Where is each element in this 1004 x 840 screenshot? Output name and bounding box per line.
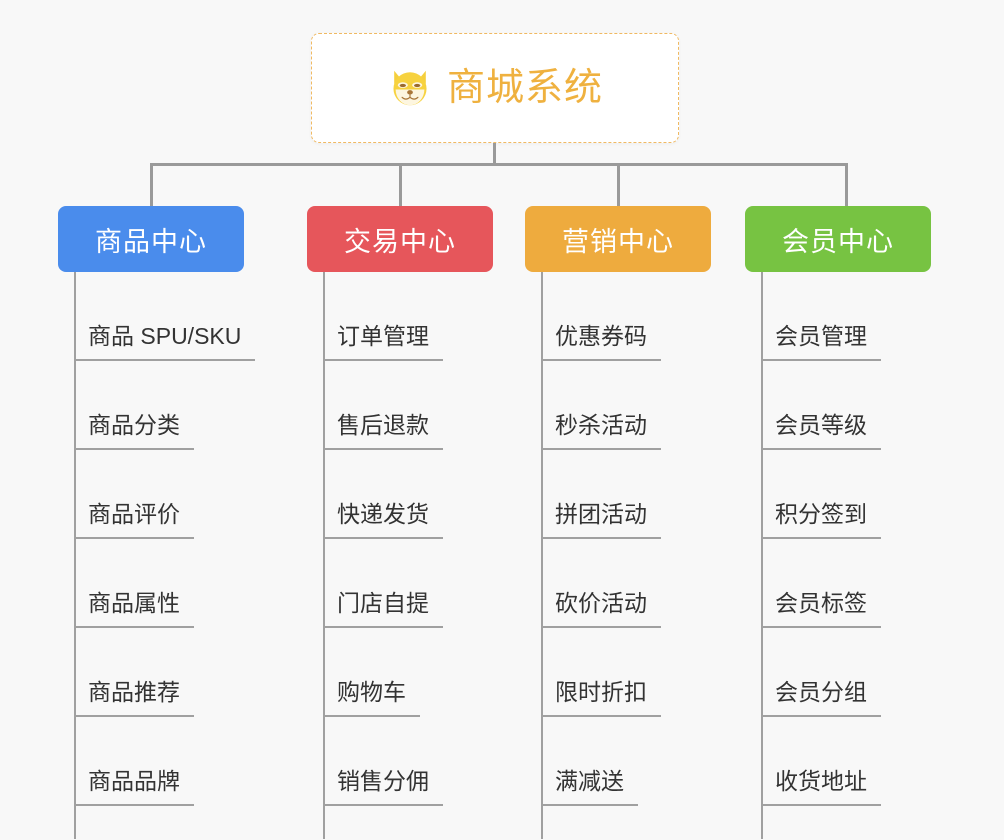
leaf-label: 会员标签 (761, 592, 881, 628)
branch-label-1: 商品中心 (95, 226, 207, 257)
leaf-list-4: 会员管理 会员等级 积分签到 会员标签 会员分组 收货地址 (745, 272, 965, 839)
leaf-item[interactable]: 商品推荐 (58, 628, 308, 717)
connector-drop-3 (617, 163, 620, 208)
branch-header-2[interactable]: 交易中心 (307, 206, 493, 272)
leaf-label: 会员分组 (761, 681, 881, 717)
leaf-spine-4 (761, 272, 763, 839)
leaf-label: 商品推荐 (74, 681, 194, 717)
connector-drop-1 (150, 163, 153, 208)
leaf-label: 快递发货 (323, 503, 443, 539)
leaf-item[interactable]: 秒杀活动 (525, 361, 745, 450)
leaf-label: 商品 SPU/SKU (74, 325, 256, 361)
leaf-label: 限时折扣 (541, 681, 661, 717)
leaf-item[interactable]: 快递发货 (307, 450, 527, 539)
leaf-item[interactable]: 砍价活动 (525, 539, 745, 628)
leaf-label: 优惠券码 (541, 325, 661, 361)
leaf-item[interactable]: 满减送 (525, 717, 745, 806)
branch-column-1: 商品中心 商品 SPU/SKU 商品分类 商品评价 商品属性 商品推荐 商品品牌 (58, 206, 308, 839)
connector-drop-2 (399, 163, 402, 208)
leaf-label: 商品品牌 (74, 770, 194, 806)
leaf-label: 购物车 (323, 681, 420, 717)
leaf-label: 会员等级 (761, 414, 881, 450)
leaf-item[interactable]: 限时折扣 (525, 628, 745, 717)
leaf-label: 满减送 (541, 770, 638, 806)
leaf-spine-3 (541, 272, 543, 839)
leaf-label: 积分签到 (761, 503, 881, 539)
branch-label-4: 会员中心 (782, 226, 894, 257)
leaf-spine-1 (74, 272, 76, 839)
branch-column-3: 营销中心 优惠券码 秒杀活动 拼团活动 砍价活动 限时折扣 满减送 (525, 206, 745, 839)
leaf-label: 秒杀活动 (541, 414, 661, 450)
leaf-item[interactable]: 拼团活动 (525, 450, 745, 539)
connector-drop-4 (845, 163, 848, 208)
leaf-item[interactable]: 商品品牌 (58, 717, 308, 806)
branch-header-1[interactable]: 商品中心 (58, 206, 244, 272)
leaf-item[interactable]: 销售分佣 (307, 717, 527, 806)
root-node[interactable]: 商城系统 (311, 33, 679, 143)
branch-header-3[interactable]: 营销中心 (525, 206, 711, 272)
leaf-label: 订单管理 (323, 325, 443, 361)
leaf-label: 销售分佣 (323, 770, 443, 806)
leaf-label: 门店自提 (323, 592, 443, 628)
branch-label-3: 营销中心 (562, 226, 674, 257)
branch-header-4[interactable]: 会员中心 (745, 206, 931, 272)
leaf-item[interactable]: 会员管理 (745, 272, 965, 361)
leaf-item[interactable]: 订单管理 (307, 272, 527, 361)
leaf-item[interactable]: 购物车 (307, 628, 527, 717)
leaf-list-2: 订单管理 售后退款 快递发货 门店自提 购物车 销售分佣 (307, 272, 527, 839)
leaf-spine-2 (323, 272, 325, 839)
connector-trunk-bar (150, 163, 848, 166)
leaf-label: 拼团活动 (541, 503, 661, 539)
leaf-item[interactable]: 会员分组 (745, 628, 965, 717)
leaf-label: 砍价活动 (541, 592, 661, 628)
branch-label-2: 交易中心 (344, 226, 456, 257)
leaf-item[interactable]: 优惠券码 (525, 272, 745, 361)
leaf-item[interactable]: 会员等级 (745, 361, 965, 450)
connector-root-stem (493, 143, 496, 165)
shiba-dog-face-icon (393, 70, 427, 108)
leaf-label: 商品分类 (74, 414, 194, 450)
leaf-item[interactable]: 门店自提 (307, 539, 527, 628)
leaf-item[interactable]: 商品评价 (58, 450, 308, 539)
leaf-item[interactable]: 商品属性 (58, 539, 308, 628)
leaf-item[interactable]: 收货地址 (745, 717, 965, 806)
leaf-list-1: 商品 SPU/SKU 商品分类 商品评价 商品属性 商品推荐 商品品牌 (58, 272, 308, 839)
branch-column-4: 会员中心 会员管理 会员等级 积分签到 会员标签 会员分组 收货地址 (745, 206, 965, 839)
branch-column-2: 交易中心 订单管理 售后退款 快递发货 门店自提 购物车 销售分佣 (307, 206, 527, 839)
root-title: 商城系统 (446, 67, 603, 109)
leaf-label: 收货地址 (761, 770, 881, 806)
leaf-item[interactable]: 售后退款 (307, 361, 527, 450)
leaf-label: 商品评价 (74, 503, 194, 539)
leaf-item[interactable]: 商品分类 (58, 361, 308, 450)
leaf-label: 售后退款 (323, 414, 443, 450)
leaf-item[interactable]: 会员标签 (745, 539, 965, 628)
leaf-item[interactable]: 商品 SPU/SKU (58, 272, 308, 361)
leaf-list-3: 优惠券码 秒杀活动 拼团活动 砍价活动 限时折扣 满减送 (525, 272, 745, 839)
leaf-item[interactable]: 积分签到 (745, 450, 965, 539)
leaf-label: 会员管理 (761, 325, 881, 361)
leaf-label: 商品属性 (74, 592, 194, 628)
